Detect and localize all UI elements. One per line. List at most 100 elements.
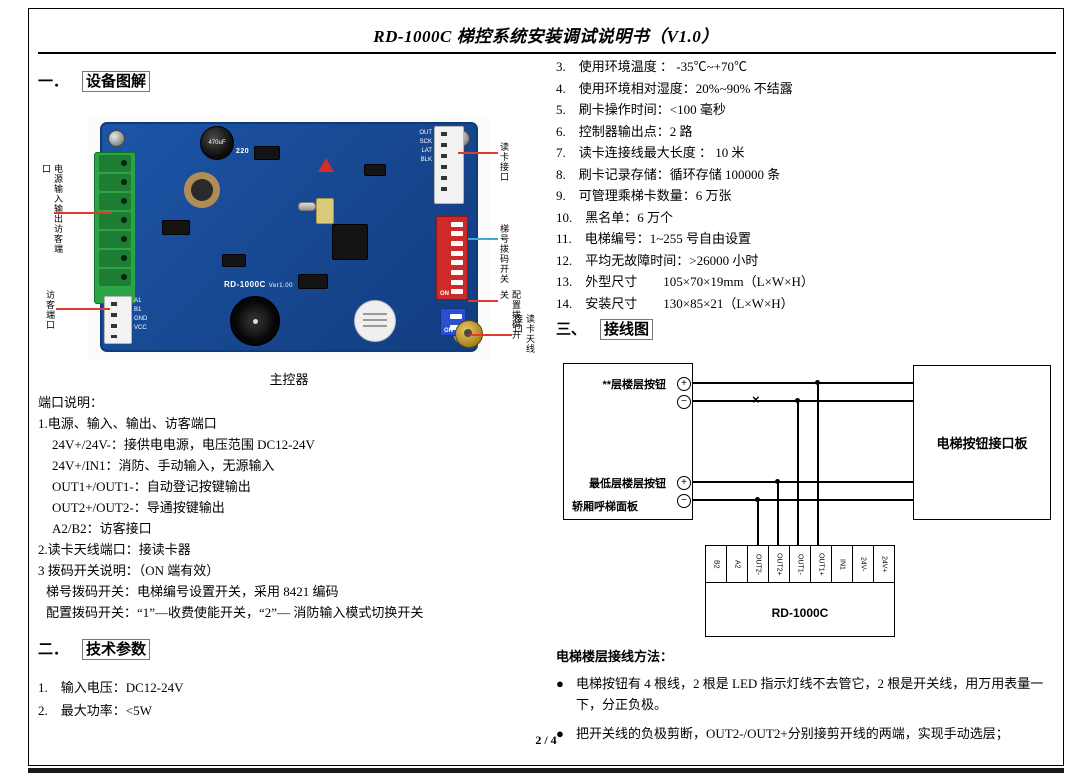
section-3-title: 接线图 [600, 319, 654, 340]
dip-slider [451, 240, 463, 246]
capacitor-470uf: 470uF [200, 126, 234, 160]
wire [693, 481, 913, 483]
wire [777, 481, 779, 545]
callout-config-dip-label: 配置拨码开关 [499, 290, 521, 340]
callout-line [470, 334, 512, 336]
terminal-cell [99, 250, 131, 267]
section-2-heading: 二．技术参数 [38, 638, 151, 660]
ic-chip [298, 274, 328, 289]
callout-line [468, 300, 498, 302]
green-terminal-block [94, 152, 136, 304]
callout-line [56, 308, 110, 310]
wire [693, 382, 913, 384]
wiring-note-item: ● 电梯按钮有 4 根线，2 根是 LED 指示灯线不去管它，2 根是开关线，用… [556, 673, 1064, 715]
page-border [28, 8, 1064, 766]
param-line: 7. 读卡连接线最大长度 ： 10 米 [556, 145, 745, 160]
wire [757, 499, 759, 545]
callout-visitor-port-label: 访客端口 [45, 290, 55, 330]
connector-pins [111, 302, 117, 338]
callout-line [54, 212, 112, 214]
param-line: 13. 外型尺寸 105×70×19mm（L×W×H） [556, 274, 814, 289]
title-rule [38, 52, 1056, 54]
dip-slider [451, 221, 463, 227]
plus-terminal: + [677, 377, 691, 391]
callout-antenna-port-label: 读卡天线接口 [513, 314, 535, 354]
section-2-number: 二． [38, 641, 69, 658]
terminal-row: B2 A2 OUT2- OUT2+ OUT1- OUT1+ IN1 24V- 2… [706, 546, 894, 583]
dip-slider [451, 250, 463, 256]
terminal-label: 24V- [853, 546, 874, 582]
terminal-cell [99, 269, 131, 286]
minus-terminal: − [677, 494, 691, 508]
wiring-notes-heading: 电梯楼层接线方法： [556, 649, 674, 664]
terminal-cell [99, 155, 131, 172]
junction-dot [795, 398, 800, 403]
display-pin-labels: OUT SCK LAT BLK [419, 130, 432, 164]
car-call-panel-name: 轿厢呼梯面板 [572, 501, 638, 513]
crystal-oscillator [298, 202, 316, 211]
port-desc-line: OUT1+/OUT1-：自动登记按键输出 [52, 479, 251, 494]
section-1-title: 设备图解 [82, 71, 151, 92]
car-call-panel-box: **层楼层按钮 + − 最低层楼层按钮 + − 轿厢呼梯面板 [563, 363, 693, 520]
pin-label: SCK [419, 139, 432, 145]
elevator-number-dip-switch: ON [436, 216, 468, 300]
wiring-notes: 电梯楼层接线方法： ● 电梯按钮有 4 根线，2 根是 LED 指示灯线不去管它… [556, 646, 1064, 744]
dip-slider [451, 260, 463, 266]
controller-name: RD-1000C [771, 606, 829, 620]
button-interface-board-label: 电梯按钮接口板 [936, 436, 1028, 451]
callout-power-io-port-label: 电源输入输出访客端口 [41, 164, 63, 254]
junction-dot [815, 380, 820, 385]
yellow-capacitor [316, 198, 334, 224]
param-line: 8. 刷卡记录存储：循环存储 100000 条 [556, 166, 781, 182]
pin-label: OUT [419, 130, 432, 136]
port-desc-line: 24V+/IN1：消防、手动输入，无源输入 [52, 458, 275, 473]
pin-label: GND [134, 316, 148, 322]
minus-terminal: − [677, 395, 691, 409]
pin-label: B1 [134, 307, 142, 313]
page-number: 2 / 4 [535, 733, 557, 747]
dip-on-label: ON [444, 328, 453, 334]
plus-terminal: + [677, 476, 691, 490]
wiring-note-item: ● 把开关线的负极剪断，OUT2-/OUT2+分别接剪开线的两端，实现手动选层； [556, 723, 1064, 744]
wiring-note-text: 把开关线的负极剪断，OUT2-/OUT2+分别接剪开线的两端，实现手动选层； [576, 726, 1009, 741]
dip-slider [451, 269, 463, 275]
port-desc-line: A2/B2：访客接口 [52, 521, 152, 536]
screw-icon [108, 130, 125, 147]
terminal-cell [99, 174, 131, 191]
terminal-label: OUT1- [790, 546, 811, 582]
terminal-label: OUT2- [748, 546, 769, 582]
param-line: 11. 电梯编号：1~255 号自由设置 [556, 231, 752, 246]
lowest-floor-button-label: 最低层楼层按钮 [589, 478, 666, 490]
pcb-board: A1 B1 GND VCC 470uF 220 [94, 122, 483, 352]
section-3-heading: 三、接线图 [556, 318, 654, 340]
board-figure: A1 B1 GND VCC 470uF 220 [38, 108, 538, 366]
param-line: 9. 可管理乘梯卡数量：6 万张 [556, 188, 732, 203]
tech-params-right: 3. 使用环境温度 ： -35℃~+70℃ 4. 使用环境相对湿度：20%~90… [556, 56, 1062, 314]
figure-caption: 主控器 [269, 372, 309, 387]
terminal-label: 24V+ [880, 555, 888, 573]
display-connector [434, 126, 464, 204]
capacitor-label: 470uF [208, 140, 226, 146]
port-desc-heading: 端口说明： [38, 395, 104, 410]
dip-slider [451, 279, 463, 285]
port-desc-line: OUT2+/OUT2-：导通按键输出 [52, 500, 225, 515]
visitor-connector [104, 296, 132, 344]
section-1-number: 一． [38, 73, 69, 90]
model-silkscreen: RD-1000C [224, 280, 266, 289]
port-desc-line: 配置拨码开关：“1”—收费使能开关，“2”— 消防输入模式切换开关 [46, 605, 424, 620]
section-3-number: 三、 [556, 321, 587, 338]
port-desc-line: 3 拨码开关说明：（ON 端有效） [38, 563, 220, 578]
param-line: 3. 使用环境温度 ： -35℃~+70℃ [556, 59, 747, 74]
pin-label: VCC [134, 325, 147, 331]
port-desc-line: 2.读卡天线端口：接读卡器 [38, 542, 191, 557]
visitor-pin-labels: A1 B1 GND VCC [134, 298, 147, 332]
callout-elevator-dip-label: 梯号拨码开关 [499, 224, 509, 284]
junction-dot [755, 497, 760, 502]
controller-box: B2 A2 OUT2- OUT2+ OUT1- OUT1+ IN1 24V- 2… [705, 545, 895, 637]
dip-on-label: ON [440, 291, 449, 297]
port-desc-line: 梯号拨码开关：电梯编号设置开关，采用 8421 编码 [46, 584, 339, 599]
param-line: 4. 使用环境相对湿度：20%~90% 不结露 [556, 80, 793, 96]
board-photo: A1 B1 GND VCC 470uF 220 [88, 118, 490, 360]
